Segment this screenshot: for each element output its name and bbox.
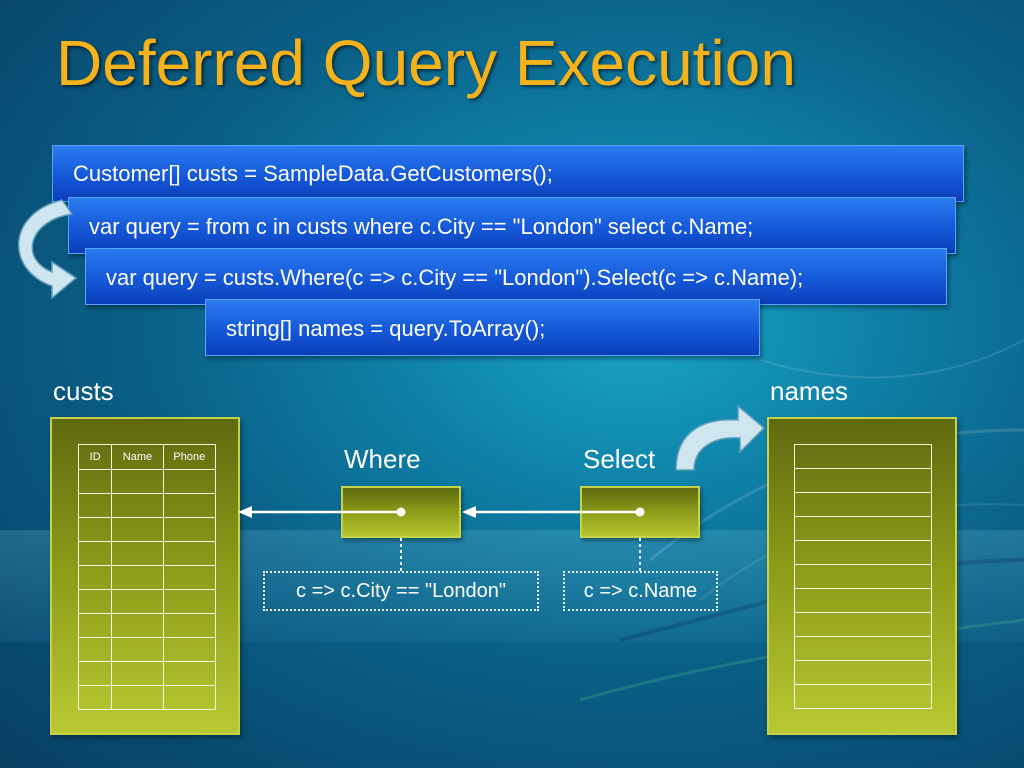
table-cell bbox=[794, 468, 932, 493]
table-row bbox=[77, 541, 217, 566]
table-row bbox=[794, 492, 932, 517]
table-row bbox=[77, 685, 217, 710]
table-row bbox=[77, 565, 217, 590]
custs-array-panel: ID Name Phone bbox=[50, 417, 240, 735]
curved-return-arrow-icon bbox=[675, 404, 766, 471]
where-dot bbox=[396, 507, 406, 517]
select-label: Select bbox=[583, 444, 656, 474]
table-row bbox=[794, 468, 932, 493]
table-cell bbox=[111, 493, 164, 518]
table-cell bbox=[794, 588, 932, 613]
table-cell bbox=[794, 660, 932, 685]
table-cell bbox=[794, 684, 932, 709]
select-dot bbox=[635, 507, 645, 517]
code-line-get-customers: Customer[] custs = SampleData.GetCustome… bbox=[52, 145, 964, 202]
custs-table: ID Name Phone bbox=[77, 444, 217, 710]
table-cell bbox=[794, 564, 932, 589]
table-cell bbox=[794, 612, 932, 637]
table-cell bbox=[794, 492, 932, 517]
table-row bbox=[794, 684, 932, 709]
table-cell bbox=[77, 685, 113, 710]
slide-title: Deferred Query Execution bbox=[56, 27, 796, 99]
table-cell bbox=[111, 685, 164, 710]
names-table bbox=[794, 444, 932, 709]
names-label: names bbox=[770, 376, 849, 406]
names-array-panel bbox=[767, 417, 957, 735]
code-line-query-syntax: var query = from c in custs where c.City… bbox=[68, 197, 956, 254]
table-cell bbox=[162, 541, 217, 566]
table-cell bbox=[77, 493, 113, 518]
table-row bbox=[794, 612, 932, 637]
table-row bbox=[794, 588, 932, 613]
code-line-to-array: string[] names = query.ToArray(); bbox=[205, 299, 760, 356]
table-cell bbox=[77, 613, 113, 638]
where-lambda: c => c.City == "London" bbox=[263, 571, 539, 611]
table-row bbox=[77, 493, 217, 518]
column-header-id: ID bbox=[77, 444, 113, 470]
select-to-where-arrowhead bbox=[462, 506, 476, 518]
where-label: Where bbox=[344, 444, 421, 474]
table-row bbox=[77, 613, 217, 638]
table-cell bbox=[111, 565, 164, 590]
table-cell bbox=[162, 493, 217, 518]
custs-label: custs bbox=[53, 376, 114, 406]
code-line-method-syntax: var query = custs.Where(c => c.City == "… bbox=[85, 248, 947, 305]
table-row bbox=[77, 637, 217, 662]
table-cell bbox=[162, 661, 217, 686]
where-to-custs-arrowhead bbox=[238, 506, 252, 518]
table-cell bbox=[77, 469, 113, 494]
table-row bbox=[77, 469, 217, 494]
table-row bbox=[794, 564, 932, 589]
table-cell bbox=[77, 565, 113, 590]
table-cell bbox=[162, 685, 217, 710]
table-row bbox=[794, 660, 932, 685]
table-cell bbox=[77, 541, 113, 566]
table-row bbox=[77, 661, 217, 686]
table-cell bbox=[111, 469, 164, 494]
select-lambda: c => c.Name bbox=[563, 571, 718, 611]
curved-arrow-icon bbox=[17, 199, 78, 300]
column-header-name: Name bbox=[111, 444, 164, 470]
table-cell bbox=[77, 661, 113, 686]
